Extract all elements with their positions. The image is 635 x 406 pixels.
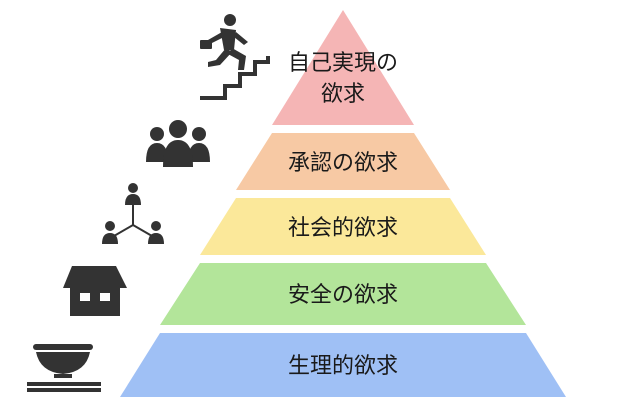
group-of-people-icon — [146, 120, 210, 167]
level-label-esteem: 承認の欲求 — [288, 151, 398, 176]
level-label-self-actualization-line1: 自己実現の — [288, 51, 398, 76]
rice-bowl-chopsticks-icon — [27, 344, 101, 392]
pyramid-level-physiological — [120, 333, 566, 397]
pyramid — [120, 10, 566, 397]
running-up-stairs-icon — [200, 14, 270, 100]
level-label-physiological: 生理的欲求 — [288, 354, 398, 379]
pyramid-level-safety — [160, 263, 526, 325]
house-icon — [63, 266, 127, 316]
social-network-icon — [102, 183, 164, 244]
pyramid-level-social — [200, 198, 486, 255]
pyramid-labels: 自己実現の 欲求 承認の欲求 社会的欲求 安全の欲求 生理的欲求 — [288, 51, 398, 379]
pyramid-level-esteem — [236, 133, 450, 190]
level-label-safety: 安全の欲求 — [288, 283, 398, 308]
level-label-social: 社会的欲求 — [288, 216, 398, 241]
pyramid-level-self-actualization — [272, 10, 414, 125]
level-label-self-actualization-line2: 欲求 — [321, 82, 365, 107]
